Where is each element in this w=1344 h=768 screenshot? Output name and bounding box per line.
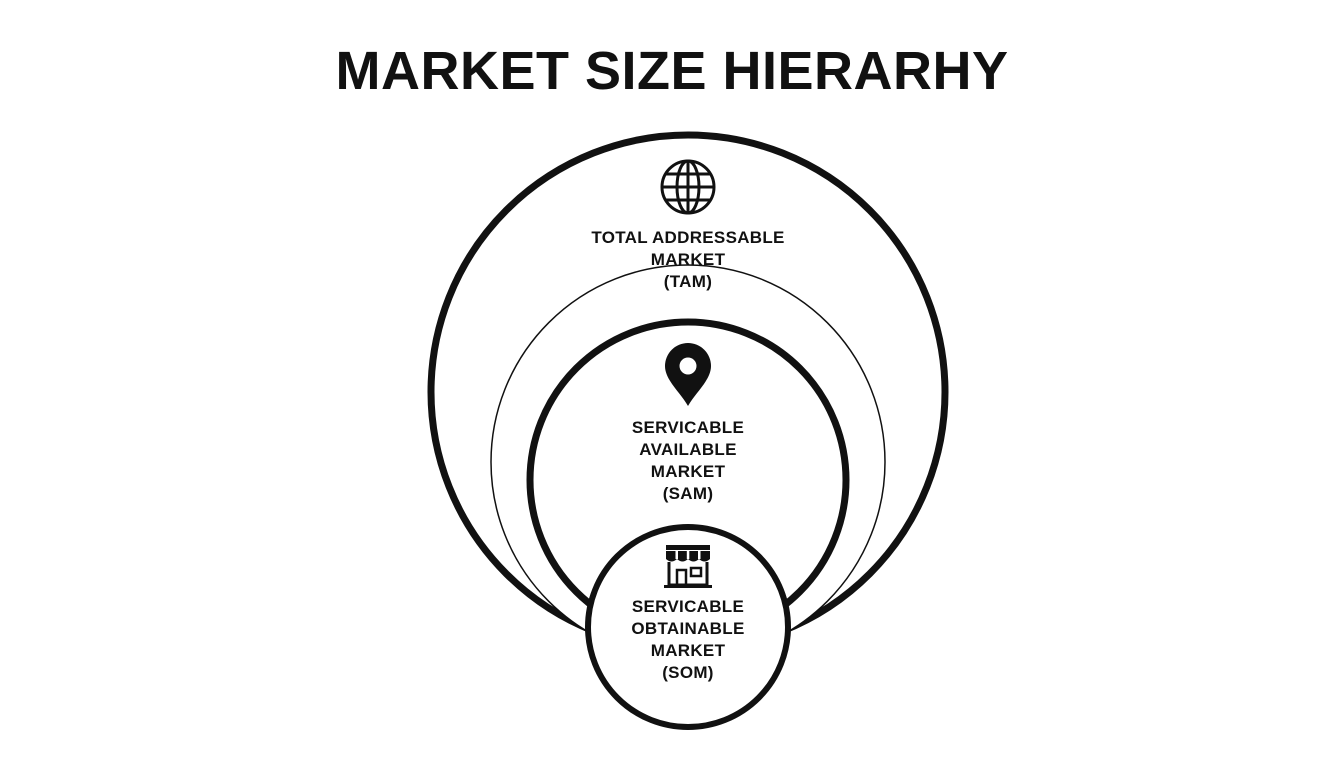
tam-label: TOTAL ADDRESSABLE MARKET (TAM) bbox=[568, 227, 808, 293]
som-label-line: MARKET bbox=[650, 641, 726, 660]
tam-label-line: TOTAL ADDRESSABLE bbox=[591, 228, 785, 247]
sam-label-line: AVAILABLE bbox=[639, 440, 737, 459]
storefront-icon bbox=[664, 545, 712, 588]
tam-label-line: MARKET bbox=[650, 250, 726, 269]
tam-label-line: (TAM) bbox=[663, 272, 713, 291]
som-label-line: (SOM) bbox=[662, 663, 714, 682]
som-label-line: SERVICABLE bbox=[631, 597, 745, 616]
som-label: SERVICABLE OBTAINABLE MARKET (SOM) bbox=[598, 596, 778, 684]
sam-label-line: SERVICABLE bbox=[631, 418, 745, 437]
sam-label-line: MARKET bbox=[650, 462, 726, 481]
globe-icon bbox=[660, 159, 716, 215]
sam-label: SERVICABLE AVAILABLE MARKET (SAM) bbox=[588, 417, 788, 505]
sam-label-line: (SAM) bbox=[662, 484, 714, 503]
som-label-line: OBTAINABLE bbox=[631, 619, 745, 638]
page-title: MARKET SIZE HIERARHY bbox=[335, 41, 1009, 101]
som-circle bbox=[585, 524, 791, 730]
map-pin-icon bbox=[665, 343, 711, 406]
